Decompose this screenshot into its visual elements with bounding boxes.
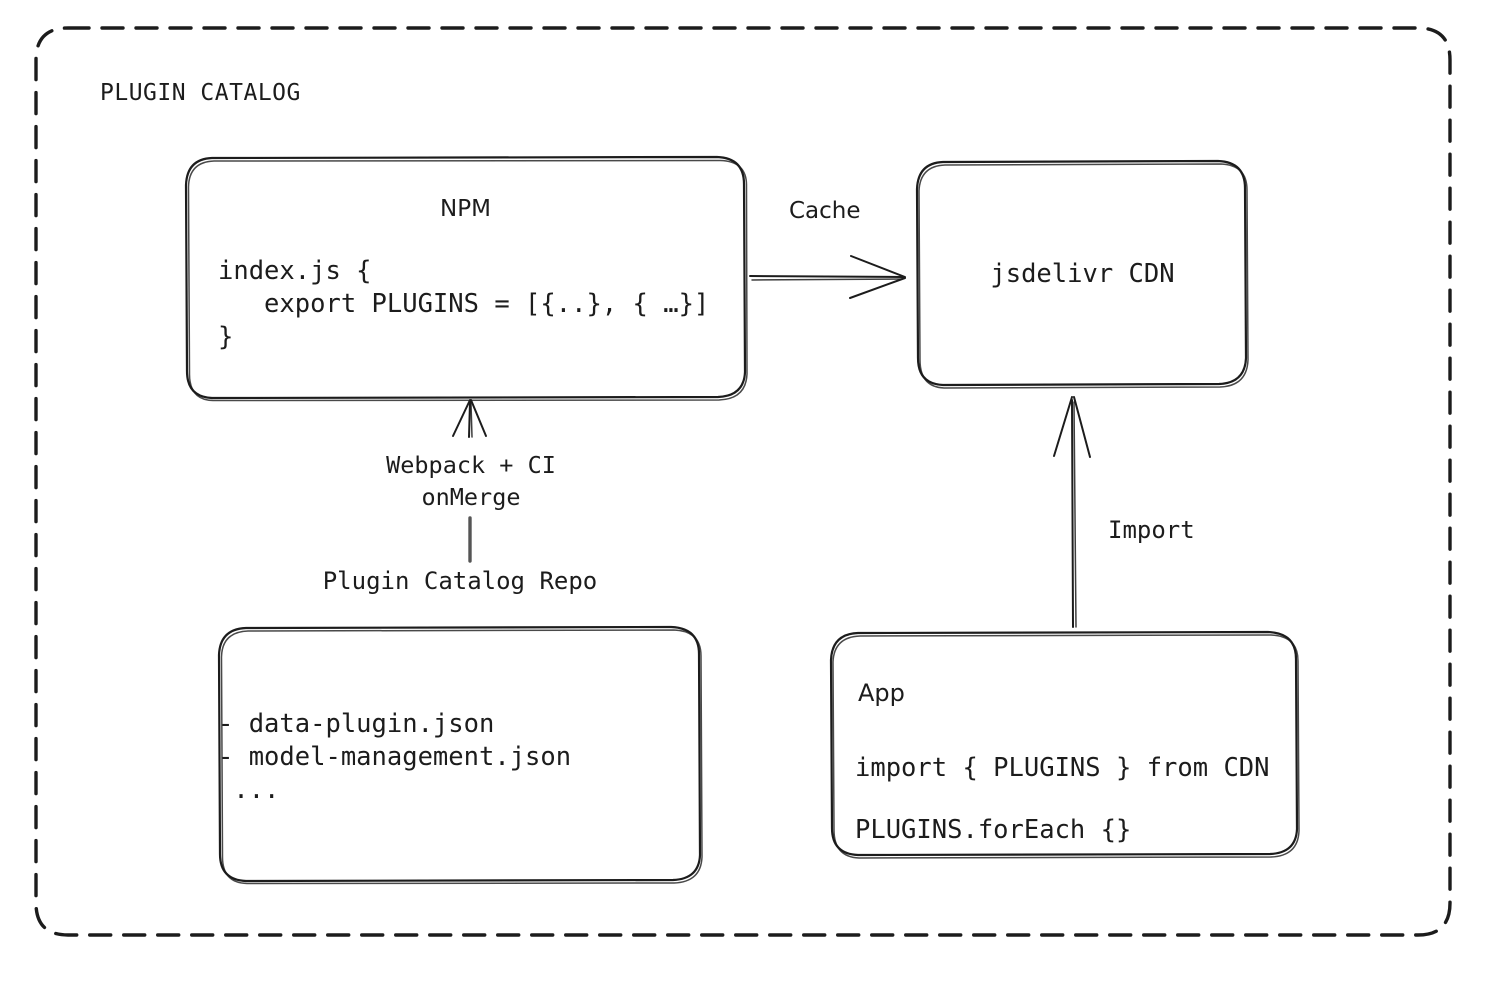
cdn-node-title: jsdelivr CDN bbox=[990, 259, 1175, 289]
app-node-code: import { PLUGINS } from CDN PLUGINS.forE… bbox=[855, 753, 1270, 845]
edge-label-cache: Cache bbox=[789, 198, 861, 224]
edge-label-import: Import bbox=[1108, 516, 1195, 544]
repo-node-label: Plugin Catalog Repo bbox=[322, 567, 598, 595]
npm-node-title: NPM bbox=[440, 196, 491, 222]
group-title: PLUGIN CATALOG bbox=[100, 80, 301, 106]
edge-label-webpack-ci: Webpack + CI onMerge bbox=[386, 451, 556, 511]
app-node-title: App bbox=[858, 679, 905, 707]
edge-app-to-cdn-arrow bbox=[1053, 396, 1091, 628]
npm-node-code: index.js { export PLUGINS = [{..}, { …}]… bbox=[218, 256, 710, 352]
repo-node-file-list: - data-plugin.json - model-management.js… bbox=[218, 709, 572, 805]
edge-npm-to-cdn-arrow bbox=[749, 255, 906, 299]
